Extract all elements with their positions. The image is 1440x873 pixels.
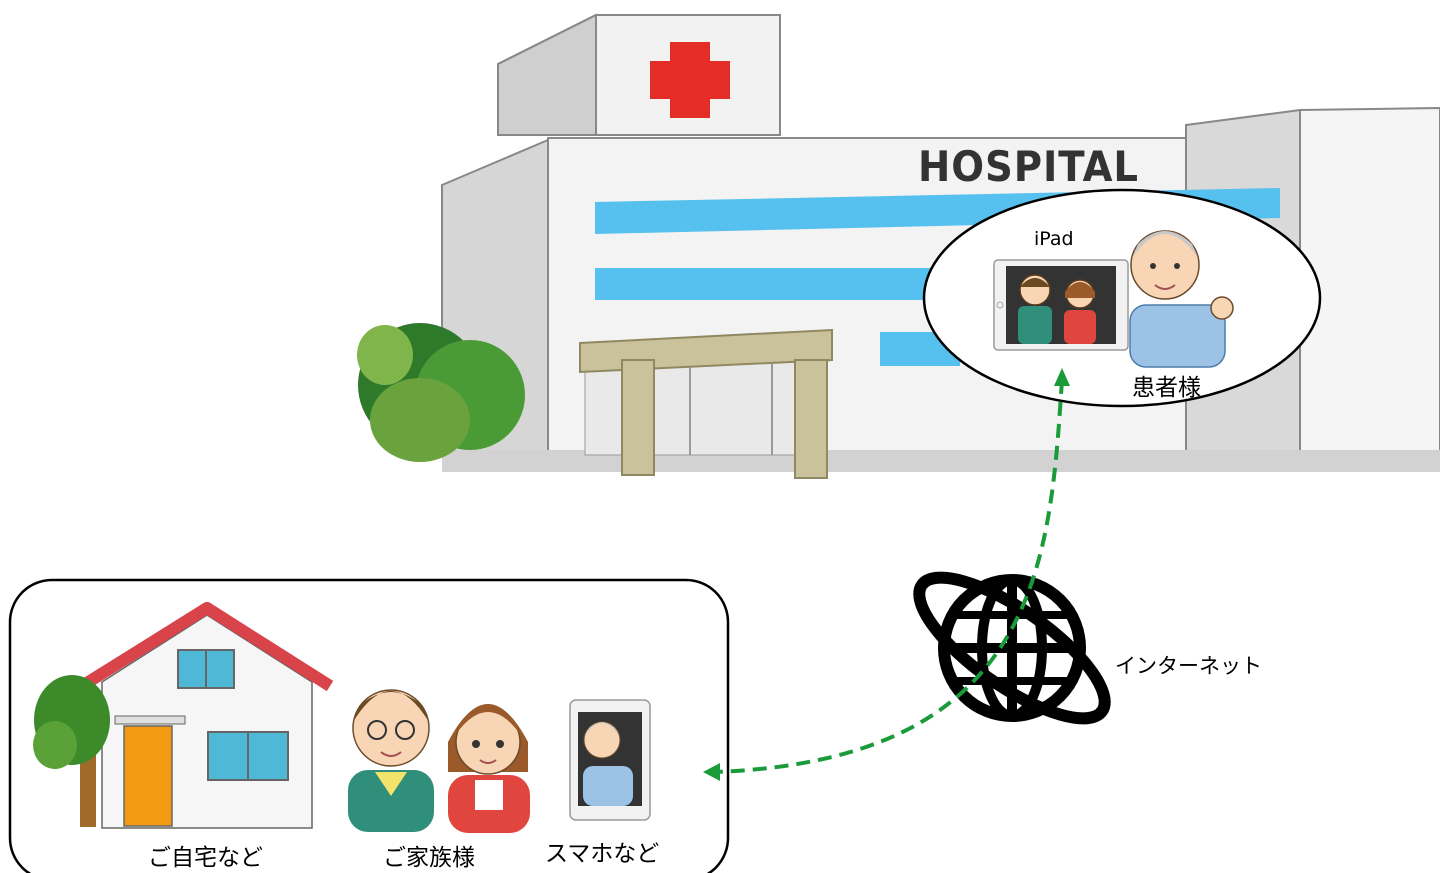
patient-bubble <box>922 188 1322 408</box>
smartphone-label: スマホなど <box>545 841 660 867</box>
smartphone-icon <box>569 699 651 821</box>
globe-icon <box>913 571 1111 725</box>
red-cross-icon <box>650 42 730 118</box>
family-label: ご家族様 <box>383 845 475 871</box>
bush-icon <box>357 323 525 462</box>
patient-label: 患者様 <box>1132 375 1201 401</box>
patient-avatar <box>1129 230 1234 368</box>
family-avatar <box>348 689 530 833</box>
internet-label: インターネット <box>1115 654 1262 678</box>
hospital-building <box>357 13 1440 479</box>
hospital-entrance <box>579 328 833 479</box>
tree-icon <box>33 675 110 827</box>
ipad-label: iPad <box>1034 228 1074 250</box>
home-label: ご自宅など <box>148 845 263 871</box>
hospital-sign: HOSPITAL <box>918 142 1139 191</box>
connection-arrow <box>703 368 1070 781</box>
ipad-icon <box>993 259 1129 351</box>
house-icon <box>78 602 334 829</box>
home-group-box <box>8 578 730 873</box>
